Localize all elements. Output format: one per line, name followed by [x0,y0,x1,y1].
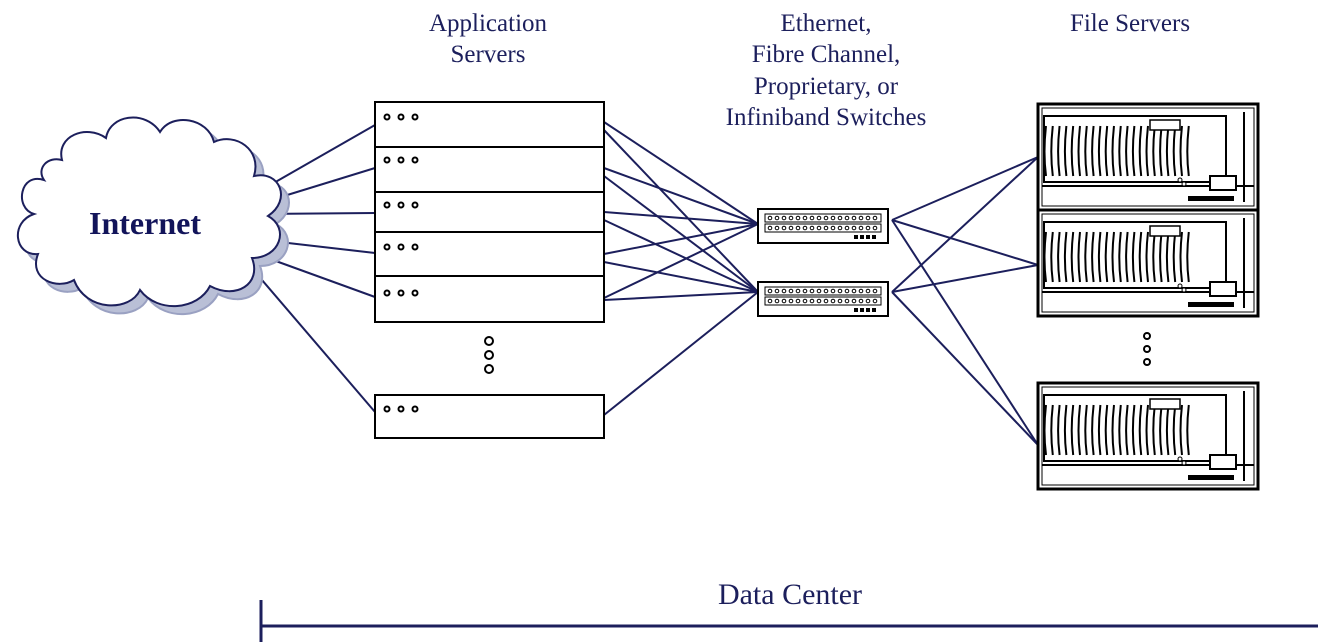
application-server [374,394,605,439]
application-server [374,231,605,277]
application-servers-label: Application Servers [428,10,548,69]
connection-lines [249,121,1039,446]
connection-line [891,264,1039,293]
file-server-icon [1036,381,1260,491]
connection-line [257,124,376,193]
connection-line [603,211,759,225]
connection-line [249,265,376,413]
connection-line [891,291,1039,446]
connection-line [603,121,759,225]
application-server [374,146,605,193]
connection-line [603,175,759,293]
switch-icon [757,281,889,317]
connection-line [891,219,1039,446]
connection-line [603,261,759,293]
file-server-icon [1036,208,1260,318]
switches-label: Ethernet, Fibre Channel, Proprietary, or… [725,10,927,131]
file-server-icon [1036,102,1260,212]
connection-line [603,223,759,255]
file-servers-label: File Servers [1069,10,1191,37]
connection-line [603,291,759,416]
data-center-label: Data Center [717,578,863,611]
connection-line [603,167,759,225]
ellipsis-icon [1143,332,1151,366]
application-server [374,275,605,323]
internet-cloud-icon [17,116,290,315]
connection-line [891,156,1039,293]
application-server [374,191,605,233]
application-server-stack [374,101,605,439]
connection-line [603,219,759,293]
switch-group [757,208,889,317]
internet-label: Internet [89,205,201,241]
data-center-bracket [259,600,1318,642]
switch-icon [757,208,889,244]
application-server [374,101,605,148]
connection-line [891,156,1039,221]
connection-line [891,219,1039,266]
connection-line [603,291,759,301]
connection-line [603,223,759,299]
connection-line [603,129,759,293]
file-server-stack [1036,102,1260,491]
ellipsis-icon [484,336,494,374]
connection-line [261,255,376,298]
